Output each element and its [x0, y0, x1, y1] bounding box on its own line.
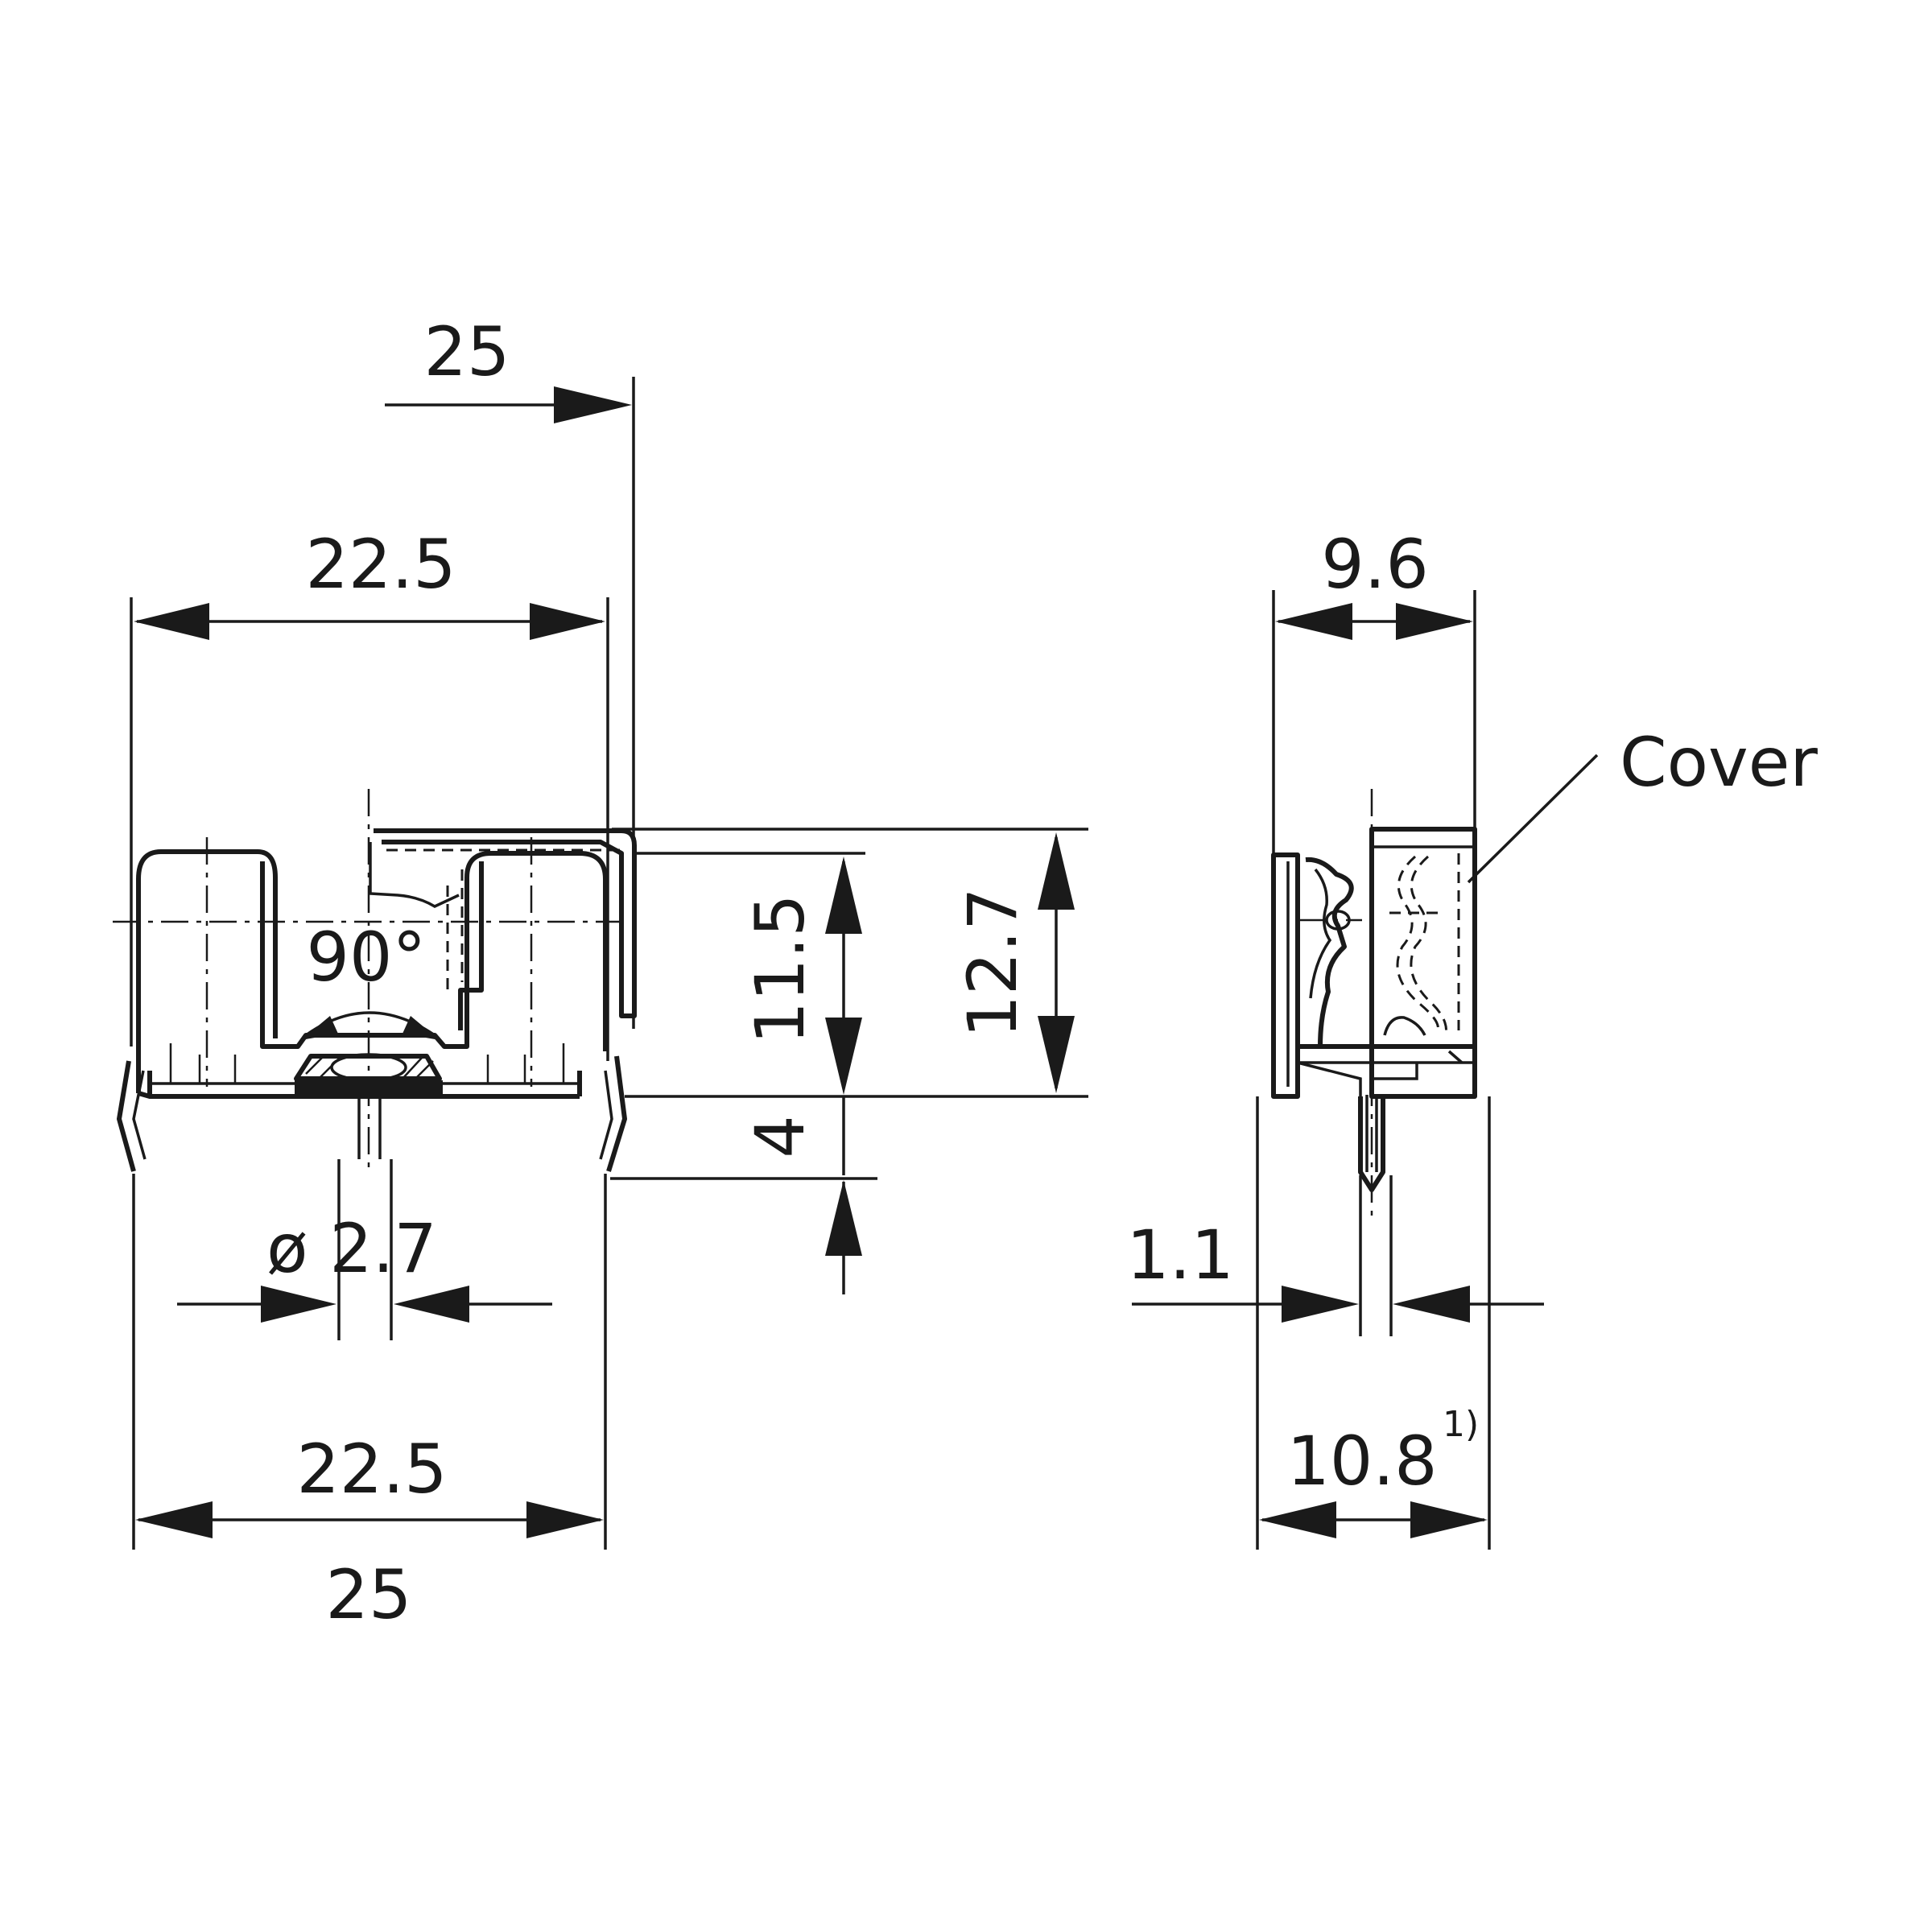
dim-heights: 11.5 12.7 4: [610, 828, 1088, 1294]
dim-top-22-5: 22.5: [130, 525, 609, 1061]
dim-top-25: 25: [385, 312, 635, 1029]
dim-top-outer-width: 25: [424, 312, 510, 391]
dim-pin-diameter-value: ø 2.7: [266, 1209, 437, 1288]
dim-side-pin: 1.1: [1126, 1216, 1234, 1294]
dim-pin-length: 4: [741, 1115, 819, 1158]
fuse-holder-body: [117, 828, 637, 1172]
cover-label: Cover: [1620, 723, 1818, 802]
dim-side-pin-thickness: 1.1: [1126, 1175, 1544, 1336]
dim-pin-diameter: ø 2.7: [177, 1159, 552, 1340]
dim-top-inner-width: 22.5: [305, 525, 456, 604]
cover-callout: Cover: [1467, 723, 1818, 884]
dim-angle: 90°: [307, 918, 427, 997]
dim-bottom-inner-width: 22.5: [296, 1430, 447, 1509]
dim-bottom-outer-width: 25: [326, 1555, 412, 1634]
side-body: [1271, 789, 1477, 1224]
side-view: 9.6: [1126, 525, 1818, 1550]
dim-angle-90: 90°: [301, 918, 440, 1040]
dim-side-top-width: 9.6: [1272, 525, 1476, 1096]
dim-side-bottom-note: 1): [1443, 1404, 1479, 1445]
dim-side-bottom: 10.8: [1286, 1422, 1437, 1501]
dim-bottom-width: 22.5 25: [132, 1174, 607, 1634]
dim-height-total: 12.7: [953, 887, 1032, 1038]
dim-side-bottom-width: 10.8 1): [1256, 1096, 1491, 1550]
front-view: 25 22.5: [113, 312, 1088, 1634]
centre-lines: [113, 789, 628, 1175]
dim-side-top: 9.6: [1321, 525, 1429, 604]
dim-height-body: 11.5: [741, 894, 819, 1044]
